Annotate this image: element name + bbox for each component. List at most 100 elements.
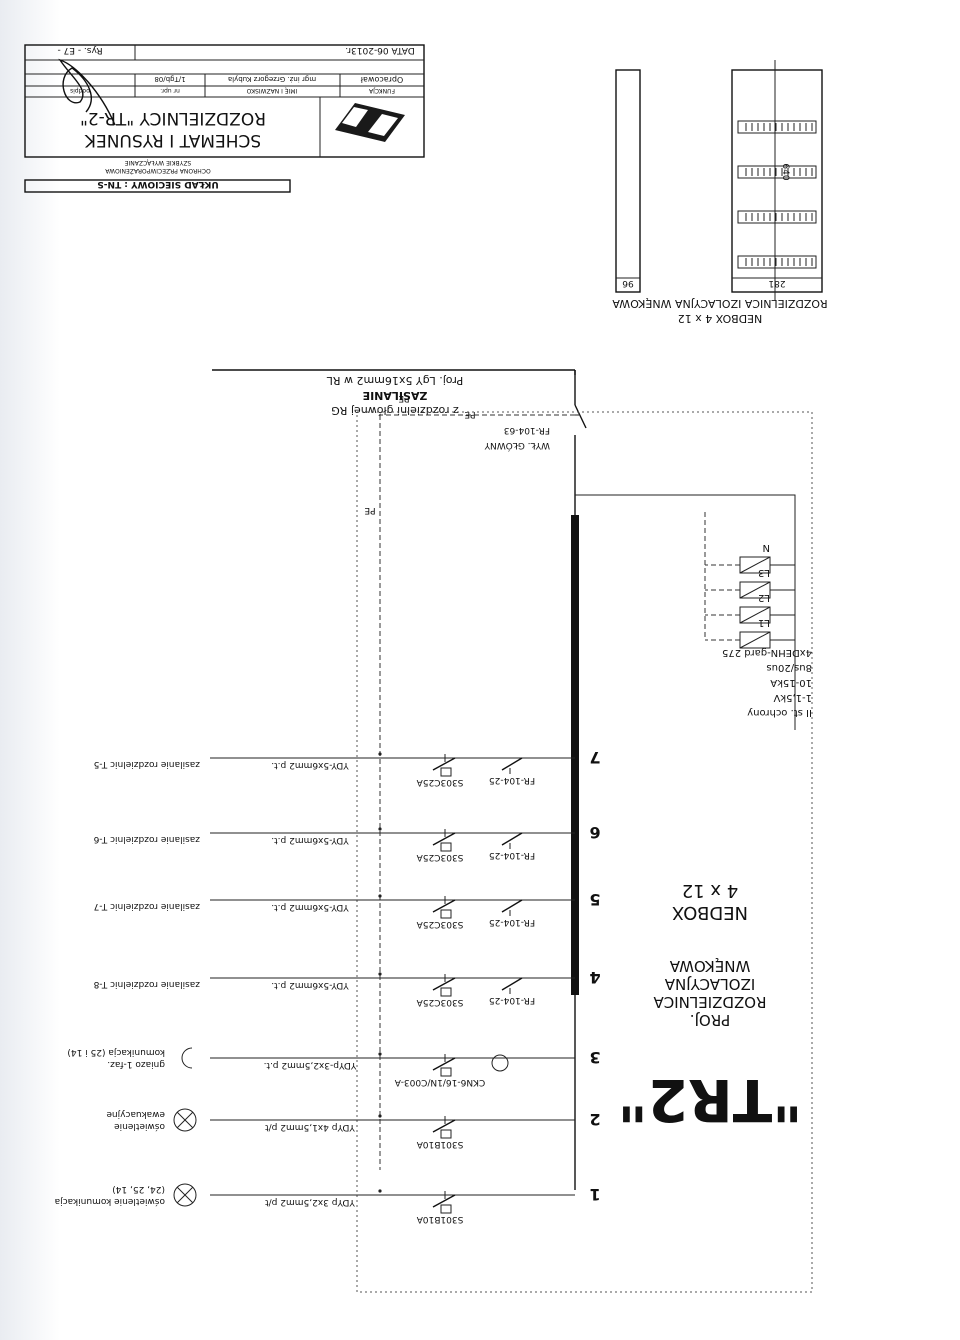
board-desc3: IZOLACYJNA — [664, 975, 755, 993]
protection-label: OCHRONA PRZECIWPORAŻENIOWA — [104, 167, 210, 174]
enclosure-side — [615, 69, 641, 293]
breaker-contact — [432, 1194, 456, 1208]
cable-type: YDY-5x6mm2 p.t. — [271, 902, 349, 912]
socket-icon — [181, 1047, 193, 1069]
pe-bar-label: PE — [364, 505, 375, 515]
supply-label: ZASILANIE — [363, 389, 428, 402]
main-switch-name: WYŁ. GŁÓWNY — [484, 440, 550, 452]
board-frame — [356, 411, 813, 1293]
circuit-4: 4FR-104-25 S303C25A YDY-5x6mm2 p.t. zasilan… — [93, 968, 600, 1007]
switch-type: FR-104-25 — [489, 917, 535, 927]
dim-depth: 96 — [622, 278, 634, 288]
circuit-number: 7 — [589, 748, 600, 767]
board-size: 4 x 12 — [682, 880, 738, 901]
col-signature: podpis — [70, 87, 90, 94]
board-desc4: WNĘKOWA — [669, 957, 750, 975]
breaker-type: S303C25A — [416, 997, 464, 1007]
circuits: 1 S301B10A YDYp 3x2,5mm2 p/t oświetlenie ko… — [55, 748, 601, 1224]
author-name: mgr inż. Grzegorz Kubyla — [228, 75, 316, 83]
enclosure-sketch: 640 281 96 ROZDZIELNICA IZOLACYJNA WNĘKO… — [612, 60, 828, 325]
switch-contact — [501, 832, 523, 846]
col-name: IMIĘ I NAZWISKO — [246, 87, 297, 94]
surge-line2: 1-1,5kV — [773, 692, 812, 703]
title-frame — [24, 44, 425, 158]
drawing-date: DATA 06-2013r. — [345, 45, 414, 55]
signature-scribble — [58, 58, 116, 126]
surge-line4: 8us/20us — [766, 662, 812, 673]
load-line1: zasilanie rozdzielnic T-6 — [93, 834, 200, 844]
lamp-icon — [173, 1108, 197, 1132]
main-switch-pe: PE — [464, 409, 475, 419]
breaker-type: CKN6-16/1N/C003-A — [394, 1077, 485, 1087]
cable-type: YDY-5x6mm2 p.t. — [271, 760, 349, 770]
load-line2: ewakuacyjne — [106, 1109, 165, 1119]
cable-type: YDYp-3x2,5mm2 p.t. — [264, 1060, 358, 1070]
spd-l1: L1 — [705, 617, 795, 649]
load-line1: zasilanie rozdzielnic T-7 — [94, 901, 200, 911]
breaker-type: S303C25A — [416, 852, 464, 862]
breaker-contact — [432, 757, 456, 771]
rcd-symbol — [491, 1054, 509, 1072]
circuit-number: 1 — [589, 1185, 600, 1204]
board-desc1: PROJ. — [690, 1011, 730, 1029]
col-function: FUNKCJA — [368, 87, 395, 94]
cable-type: YDY-5x6mm2 p.t. — [271, 835, 349, 845]
circuit-number: 4 — [589, 968, 600, 987]
drawing-type: SCHEMAT I RYSUNEK — [84, 130, 261, 150]
surge-line3: 10-15kA — [770, 677, 812, 688]
switch-contact — [501, 757, 523, 771]
switch-contact — [501, 977, 523, 991]
surge-line5: 4xDEHN-gard 275 — [722, 647, 812, 658]
load-line1: oświetlenie — [114, 1121, 165, 1132]
author-permit: 1/Tgb/08 — [154, 75, 185, 83]
circuit-number: 2 — [589, 1110, 600, 1129]
switch-type: FR-104-25 — [489, 775, 535, 785]
enclosure-model: NEDBOX 4 x 12 — [678, 312, 763, 325]
spd-l3: L3 — [705, 567, 795, 599]
supply-block: Proj. LgY 5x16mm2 w RL ZASILANIE z rozdz… — [212, 369, 576, 417]
main-switch-type: FR-104-63 — [504, 425, 550, 435]
circuit-number: 3 — [589, 1048, 600, 1067]
dim-height: 640 — [780, 163, 790, 180]
surge-line1: II st. ochrony — [747, 707, 812, 718]
spd-l2: L2 — [705, 592, 795, 624]
spd-n: N — [705, 542, 795, 574]
load-line1: zasilanie rozdzielnic T-8 — [93, 979, 200, 989]
enclosure-name: ROZDZIELNICA IZOLACYJNA WNĘKOWA — [612, 297, 828, 310]
supply-source: z rozdzielni głównej RG — [331, 404, 459, 417]
cable-type: YDY-5x6mm2 p.t. — [271, 980, 349, 990]
switch-type: FR-104-25 — [489, 995, 535, 1005]
board-name: "TR2" — [617, 1066, 802, 1134]
company-logo — [335, 103, 405, 142]
main-switch: WYŁ. GŁÓWNY FR-104-63 PE PE — [364, 370, 587, 1170]
switch-contact — [501, 899, 523, 913]
col-permit: nr upr. — [160, 87, 180, 94]
breaker-type: S303C25A — [416, 919, 464, 929]
board-model: NEDBOX — [672, 902, 748, 923]
rail-modules — [745, 123, 813, 266]
supply-cable: Proj. LgY 5x16mm2 w RL — [326, 374, 463, 387]
board-desc2: ROZDZIELNICA — [653, 993, 767, 1011]
spd-phase-label: N — [763, 542, 770, 553]
protection-value: SZYBKIE WYŁĄCZANIE — [125, 159, 192, 166]
cable-type: YDYp 3x2,5mm2 p/t — [265, 1197, 356, 1207]
switch-type: FR-104-25 — [489, 850, 535, 860]
breaker-contact — [432, 1057, 456, 1071]
load-line1: zasilanie rozdzielnic T-5 — [94, 759, 200, 769]
breaker-contact — [432, 832, 456, 846]
lamp-icon — [173, 1183, 197, 1207]
busbar — [571, 438, 579, 1190]
drawing-number: Rys. - E7 - — [57, 45, 102, 55]
breaker-type: S301B10A — [416, 1139, 464, 1149]
load-line1: oświetlenie komunikacja — [55, 1196, 165, 1207]
main-switch-contact — [574, 404, 587, 429]
breaker-contact — [432, 899, 456, 913]
